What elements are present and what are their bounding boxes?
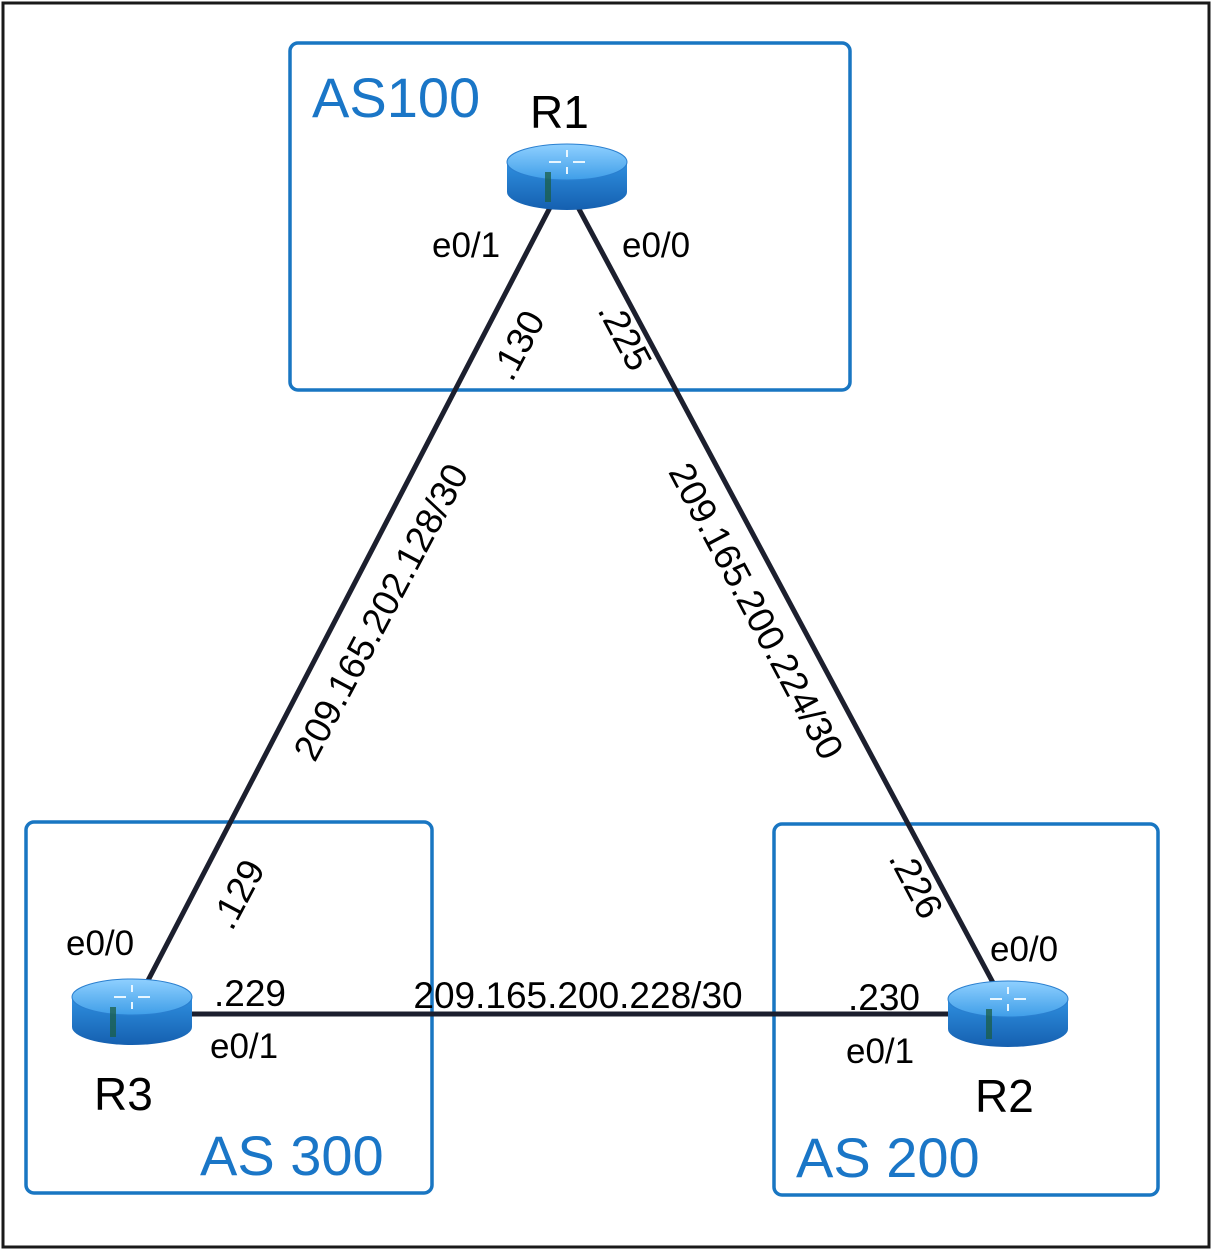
router-r2[interactable] — [947, 980, 1069, 1048]
link-r1-r2 — [569, 194, 1001, 994]
router-icon — [506, 143, 628, 211]
r3-e0-0-label: e0/0 — [66, 924, 134, 963]
r1-e0-1-label: e0/1 — [432, 226, 500, 265]
router-r1[interactable] — [506, 143, 628, 211]
as300-label: AS 300 — [200, 1124, 384, 1187]
as100-label: AS100 — [312, 66, 480, 129]
router-icon — [71, 978, 193, 1046]
r2-e0-0-label: e0/0 — [990, 930, 1058, 969]
r2-addr-to-r3: .230 — [848, 977, 920, 1018]
router-icon — [947, 980, 1069, 1048]
router-r2-label: R2 — [975, 1070, 1034, 1122]
r1-e0-0-label: e0/0 — [622, 226, 690, 265]
as200-label: AS 200 — [796, 1126, 980, 1189]
router-r1-label: R1 — [530, 86, 589, 138]
r3-addr-to-r2: .229 — [214, 973, 286, 1014]
r3-e0-1-label: e0/1 — [210, 1027, 278, 1066]
router-r3[interactable] — [71, 978, 193, 1046]
link-r1-r3 — [139, 194, 559, 994]
subnet-r3-r2: 209.165.200.228/30 — [413, 975, 742, 1016]
as100-box — [288, 41, 852, 392]
r2-e0-1-label: e0/1 — [846, 1032, 914, 1071]
router-r3-label: R3 — [94, 1068, 153, 1120]
